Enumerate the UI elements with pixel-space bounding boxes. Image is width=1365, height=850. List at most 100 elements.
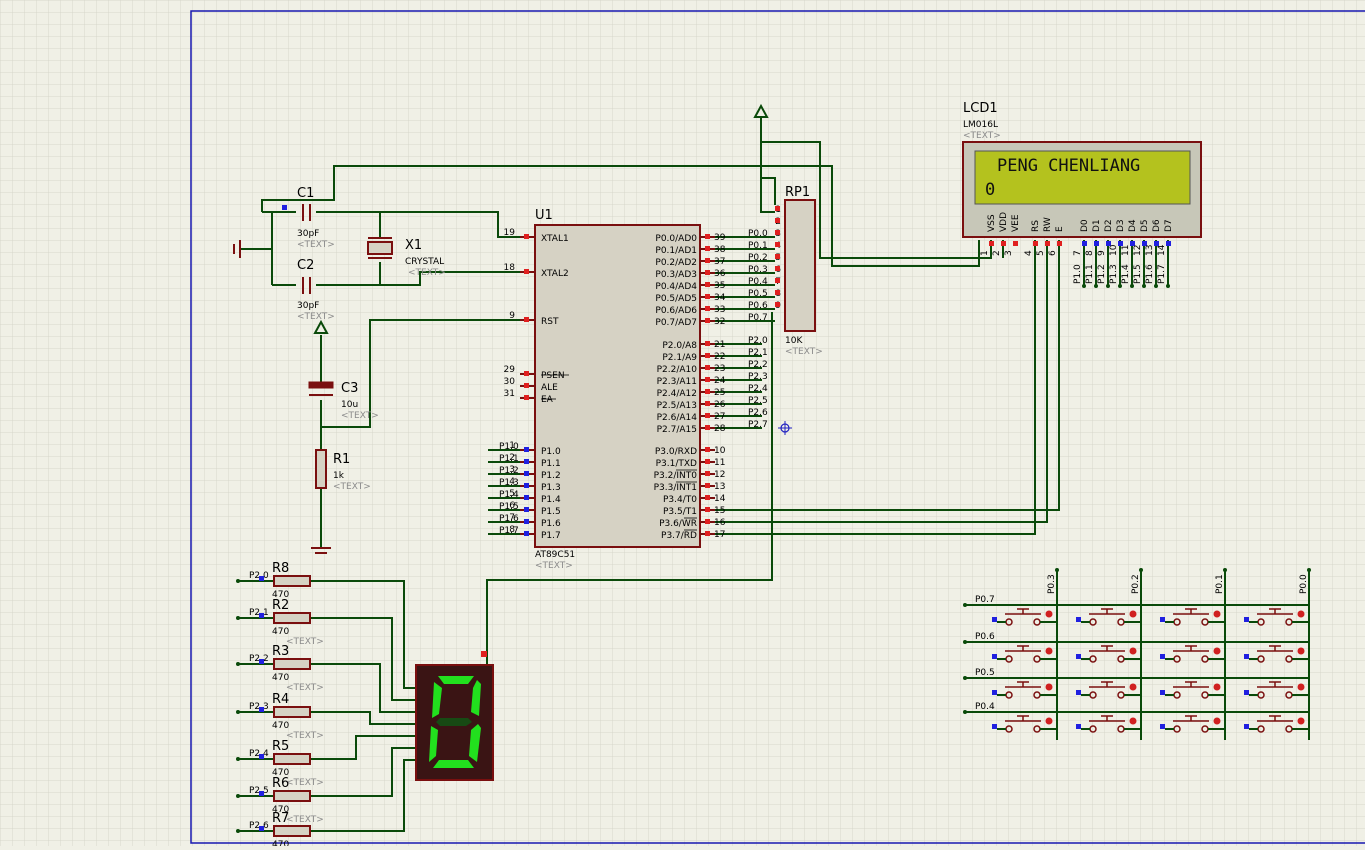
x1-crystal[interactable]: X1 CRYSTAL <TEXT> bbox=[367, 237, 446, 278]
junction-dot bbox=[1106, 284, 1110, 288]
u1-pin-number: 27 bbox=[714, 412, 725, 422]
lcd-ref: LCD1 bbox=[963, 101, 998, 116]
u1-pin-name: XTAL2 bbox=[541, 269, 569, 279]
lcd-pin-number: 10 bbox=[1109, 244, 1119, 256]
u1-pin-number: 10 bbox=[714, 446, 726, 456]
junction-dot bbox=[1130, 284, 1134, 288]
junction-dot bbox=[1139, 568, 1143, 572]
pin-marker bbox=[524, 531, 529, 536]
u1-pin-number: 14 bbox=[714, 494, 726, 504]
keypad-row-net: P0.4 bbox=[975, 702, 995, 712]
u1-pin-name: P2.4/A12 bbox=[657, 389, 697, 399]
lcd-pin-number: 2 bbox=[992, 250, 1002, 256]
pin-marker bbox=[524, 447, 529, 452]
u1-microcontroller[interactable]: U1 AT89C51 <TEXT> 19XTAL118XTAL29RST29PS… bbox=[499, 208, 768, 571]
u1-pin-name: P0.4/AD4 bbox=[655, 282, 697, 292]
junction-dot bbox=[236, 662, 240, 666]
crosshair-cursor bbox=[778, 421, 792, 435]
net-label: P2.0 bbox=[748, 336, 768, 346]
net-label: P1.7 bbox=[1157, 264, 1167, 284]
u1-pin-number: 21 bbox=[714, 340, 725, 350]
seg-b bbox=[471, 680, 481, 716]
u1-pin-name: P3.1/TXD bbox=[656, 459, 697, 469]
u1-pin-number: 26 bbox=[714, 400, 726, 410]
pin-marker bbox=[705, 365, 710, 370]
c1-text: <TEXT> bbox=[297, 240, 335, 250]
key-plunger bbox=[1089, 715, 1125, 722]
key-led bbox=[1297, 683, 1305, 691]
keypad-row-net: P0.7 bbox=[975, 595, 995, 605]
pin-marker bbox=[1160, 690, 1165, 695]
pin-marker bbox=[524, 371, 529, 376]
pin-marker bbox=[775, 230, 780, 235]
lcd1-display[interactable]: PENG CHENLIANG 0 LCD1 LM016L <TEXT> VSS1… bbox=[962, 101, 1202, 288]
key-plunger bbox=[1257, 608, 1293, 615]
key-led bbox=[1129, 717, 1137, 725]
u1-pin-name: P1.1 bbox=[541, 459, 561, 469]
u1-pin-name: RST bbox=[541, 317, 559, 327]
key-plunger bbox=[1257, 681, 1293, 688]
net-label: P2.5 bbox=[249, 786, 269, 796]
u1-overlines bbox=[541, 374, 697, 531]
u1-pin-name: P0.2/AD2 bbox=[655, 258, 697, 268]
resistor-value: 470 bbox=[272, 627, 289, 637]
lcd-screen bbox=[974, 150, 1191, 205]
keypad-row-net: P0.6 bbox=[975, 632, 995, 642]
seven-segment-display[interactable] bbox=[415, 651, 494, 781]
rp1-resistor-pack[interactable]: RP1 10K <TEXT> 123456789 bbox=[775, 185, 823, 357]
u1-pin-name: P2.1/A9 bbox=[662, 353, 697, 363]
u1-pin-number: 7 bbox=[509, 513, 515, 523]
lcd-part: LM016L bbox=[963, 120, 998, 130]
junction-dot bbox=[236, 794, 240, 798]
c1-capacitor[interactable]: C1 30pF <TEXT> bbox=[282, 186, 335, 250]
u1-pin-name: P2.5/A13 bbox=[657, 401, 697, 411]
net-label: P2.3 bbox=[748, 372, 768, 382]
pin-marker bbox=[1142, 241, 1147, 246]
pin-marker bbox=[481, 651, 487, 657]
pin-marker bbox=[259, 707, 264, 712]
c3-capacitor[interactable]: C3 10u <TEXT> bbox=[308, 381, 379, 421]
c2-capacitor[interactable]: C2 30pF <TEXT> bbox=[297, 258, 335, 322]
resistor-ref: R7 bbox=[272, 811, 289, 826]
resistor-text: <TEXT> bbox=[286, 637, 324, 647]
resistor-text: <TEXT> bbox=[286, 731, 324, 741]
resistor-ref: R8 bbox=[272, 561, 289, 576]
u1-pin-number: 33 bbox=[714, 305, 725, 315]
net-label: P0.6 bbox=[748, 301, 768, 311]
c3-text: <TEXT> bbox=[341, 411, 379, 421]
resistor-text: <TEXT> bbox=[286, 778, 324, 788]
pin-marker bbox=[1076, 617, 1081, 622]
pin-marker bbox=[524, 234, 529, 239]
u1-pin-name: P3.0/RXD bbox=[655, 447, 697, 457]
pin-marker bbox=[524, 495, 529, 500]
u1-pin-name: P1.5 bbox=[541, 507, 561, 517]
net-label: P2.5 bbox=[748, 396, 768, 406]
pin-marker bbox=[259, 791, 264, 796]
junction-dot bbox=[963, 676, 967, 680]
pin-marker bbox=[524, 471, 529, 476]
pin-marker bbox=[775, 206, 780, 211]
net-label: P0.0 bbox=[748, 229, 768, 239]
key-led bbox=[1045, 647, 1053, 655]
r1-resistor[interactable]: R1 1k <TEXT> bbox=[315, 449, 371, 492]
pin-marker bbox=[1244, 654, 1249, 659]
u1-pin-name: P0.5/AD5 bbox=[655, 294, 697, 304]
net-label: P0.5 bbox=[748, 289, 768, 299]
c1-ref: C1 bbox=[297, 186, 314, 201]
key-led bbox=[1213, 647, 1221, 655]
lcd-pins: VSS1VDD2VEE3RS4RW5E6D07D18D29D310D411D51… bbox=[980, 212, 1174, 288]
pin-marker bbox=[1076, 654, 1081, 659]
u1-pin-name: P3.2/INT0 bbox=[654, 471, 698, 481]
pin-marker bbox=[775, 278, 780, 283]
u1-pin-name: P1.7 bbox=[541, 531, 561, 541]
junction-dot bbox=[1055, 568, 1059, 572]
x1-value: CRYSTAL bbox=[405, 257, 444, 267]
keypad-col-net: P0.0 bbox=[1299, 574, 1309, 594]
pin-marker bbox=[992, 617, 997, 622]
lcd-pin-number: 12 bbox=[1133, 245, 1143, 256]
resistor-ref: R5 bbox=[272, 739, 289, 754]
pin-marker bbox=[524, 459, 529, 464]
